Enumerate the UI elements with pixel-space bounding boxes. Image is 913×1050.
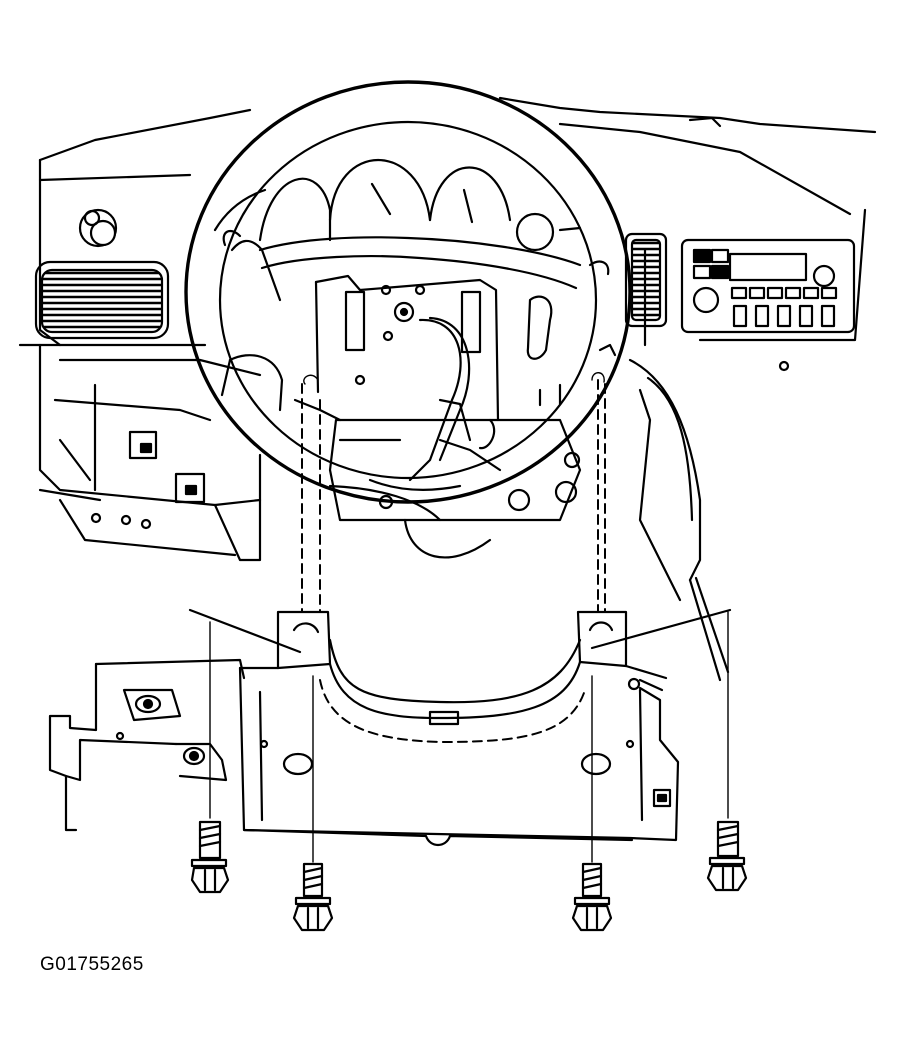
steering-column-lower bbox=[328, 383, 582, 559]
bolt-outer-left bbox=[190, 621, 230, 894]
radio-head-unit bbox=[680, 238, 856, 372]
instrument-cluster bbox=[213, 158, 582, 252]
alignment-guide-lines bbox=[301, 372, 606, 613]
right-lower-trim bbox=[598, 343, 730, 682]
right-air-vent bbox=[624, 232, 668, 328]
bolt-inner-left bbox=[292, 675, 334, 932]
steering-wheel bbox=[184, 80, 632, 504]
column-bracket bbox=[314, 274, 500, 482]
headlamp-switch-knob bbox=[78, 208, 118, 248]
lower-left-trim bbox=[58, 430, 237, 557]
column-support-bracket bbox=[188, 608, 732, 847]
left-air-vent bbox=[34, 260, 170, 340]
instrument-panel bbox=[18, 96, 877, 562]
left-outrigger-bracket bbox=[48, 658, 246, 832]
bolt-outer-right bbox=[706, 611, 748, 892]
figure-id-label: G01755265 bbox=[40, 954, 144, 975]
bolt-inner-right bbox=[571, 675, 613, 932]
